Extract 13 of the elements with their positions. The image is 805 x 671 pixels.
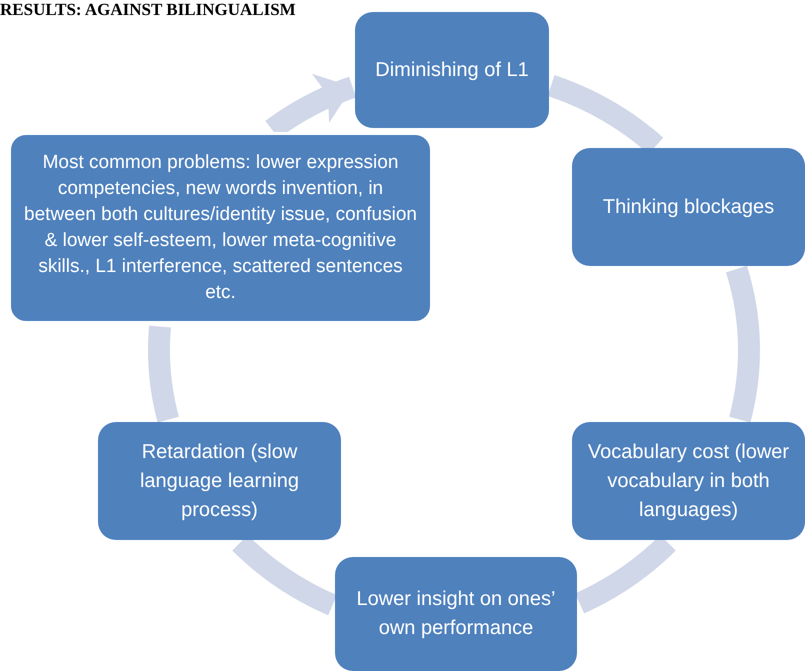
- box-label: Most common problems: lower expression competencies, new words invention, in between both cultures/identity issue, confusion & lower self-esteem, lower meta-cognitive skills., L1 interference, scattered sentences etc.: [23, 151, 418, 305]
- process-box: [572, 148, 805, 266]
- box-label: Retardation (slow language learning process): [138, 440, 300, 522]
- box-label: Vocabulary cost (lower vocabulary in both languages): [586, 440, 790, 522]
- title: RESULTS: AGAINST BILINGUALISM: [0, 0, 296, 20]
- process-box: [98, 422, 341, 540]
- box-label: Lower insight on ones’ own performance: [355, 587, 556, 641]
- process-box: [335, 557, 577, 671]
- process-box: [572, 422, 805, 540]
- box-label: Thinking blockages: [602, 194, 774, 220]
- process-box: [355, 12, 549, 128]
- process-box: [8, 132, 433, 324]
- box-label: Diminishing of L1: [375, 58, 529, 82]
